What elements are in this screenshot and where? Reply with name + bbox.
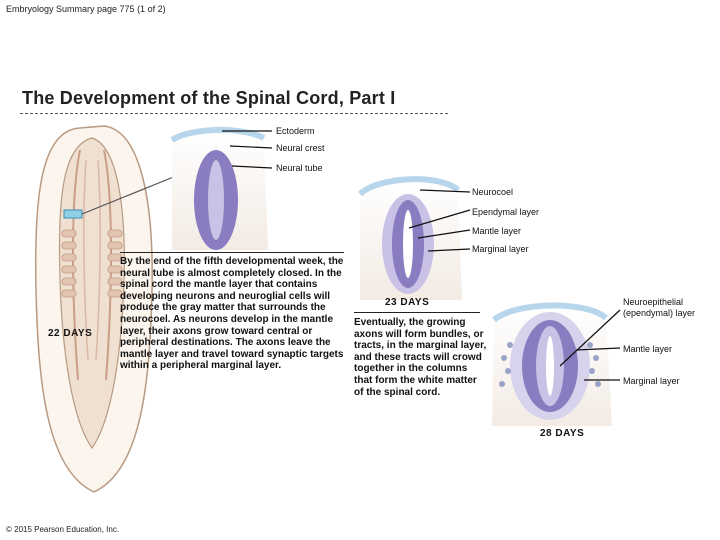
stage-label-22-days: 22 DAYS [48,328,93,339]
paragraph-rule-right [354,312,480,313]
label-mantle-layer-bottom: Mantle layer [623,344,673,354]
label-marginal-layer-top: Marginal layer [472,244,529,254]
stage-label-28-days: 28 DAYS [540,428,585,439]
label-neuroepithelial-layer: Neuroepithelial (ependymal) layer [623,297,696,318]
paragraph-rule-left [120,252,344,253]
label-mantle-layer-top: Mantle layer [472,226,522,236]
label-neurocoel: Neurocoel [472,187,514,197]
cross-section-28-days [491,302,612,426]
page-title: The Development of the Spinal Cord, Part… [22,88,396,108]
label-neural-crest: Neural crest [276,143,325,153]
page-header: Embryology Summary page 775 (1 of 2) [6,4,166,14]
cross-section-neural-tube [170,127,268,250]
leader-lines [222,130,621,381]
paragraph-growing-axons: Eventually, the growing axons will form … [354,317,487,398]
paragraph-fifth-week: By the end of the fifth developmental we… [120,256,344,372]
embryo-22-days [34,125,177,493]
label-neural-tube: Neural tube [276,163,323,173]
label-marginal-layer-bottom: Marginal layer [623,376,680,386]
stage-label-23-days: 23 DAYS [385,297,430,308]
title-divider [20,113,448,114]
cross-section-five-weeks [357,176,462,300]
copyright-notice: © 2015 Pearson Education, Inc. [6,525,120,534]
label-ectoderm: Ectoderm [276,126,315,136]
label-ependymal-layer: Ependymal layer [472,207,540,217]
